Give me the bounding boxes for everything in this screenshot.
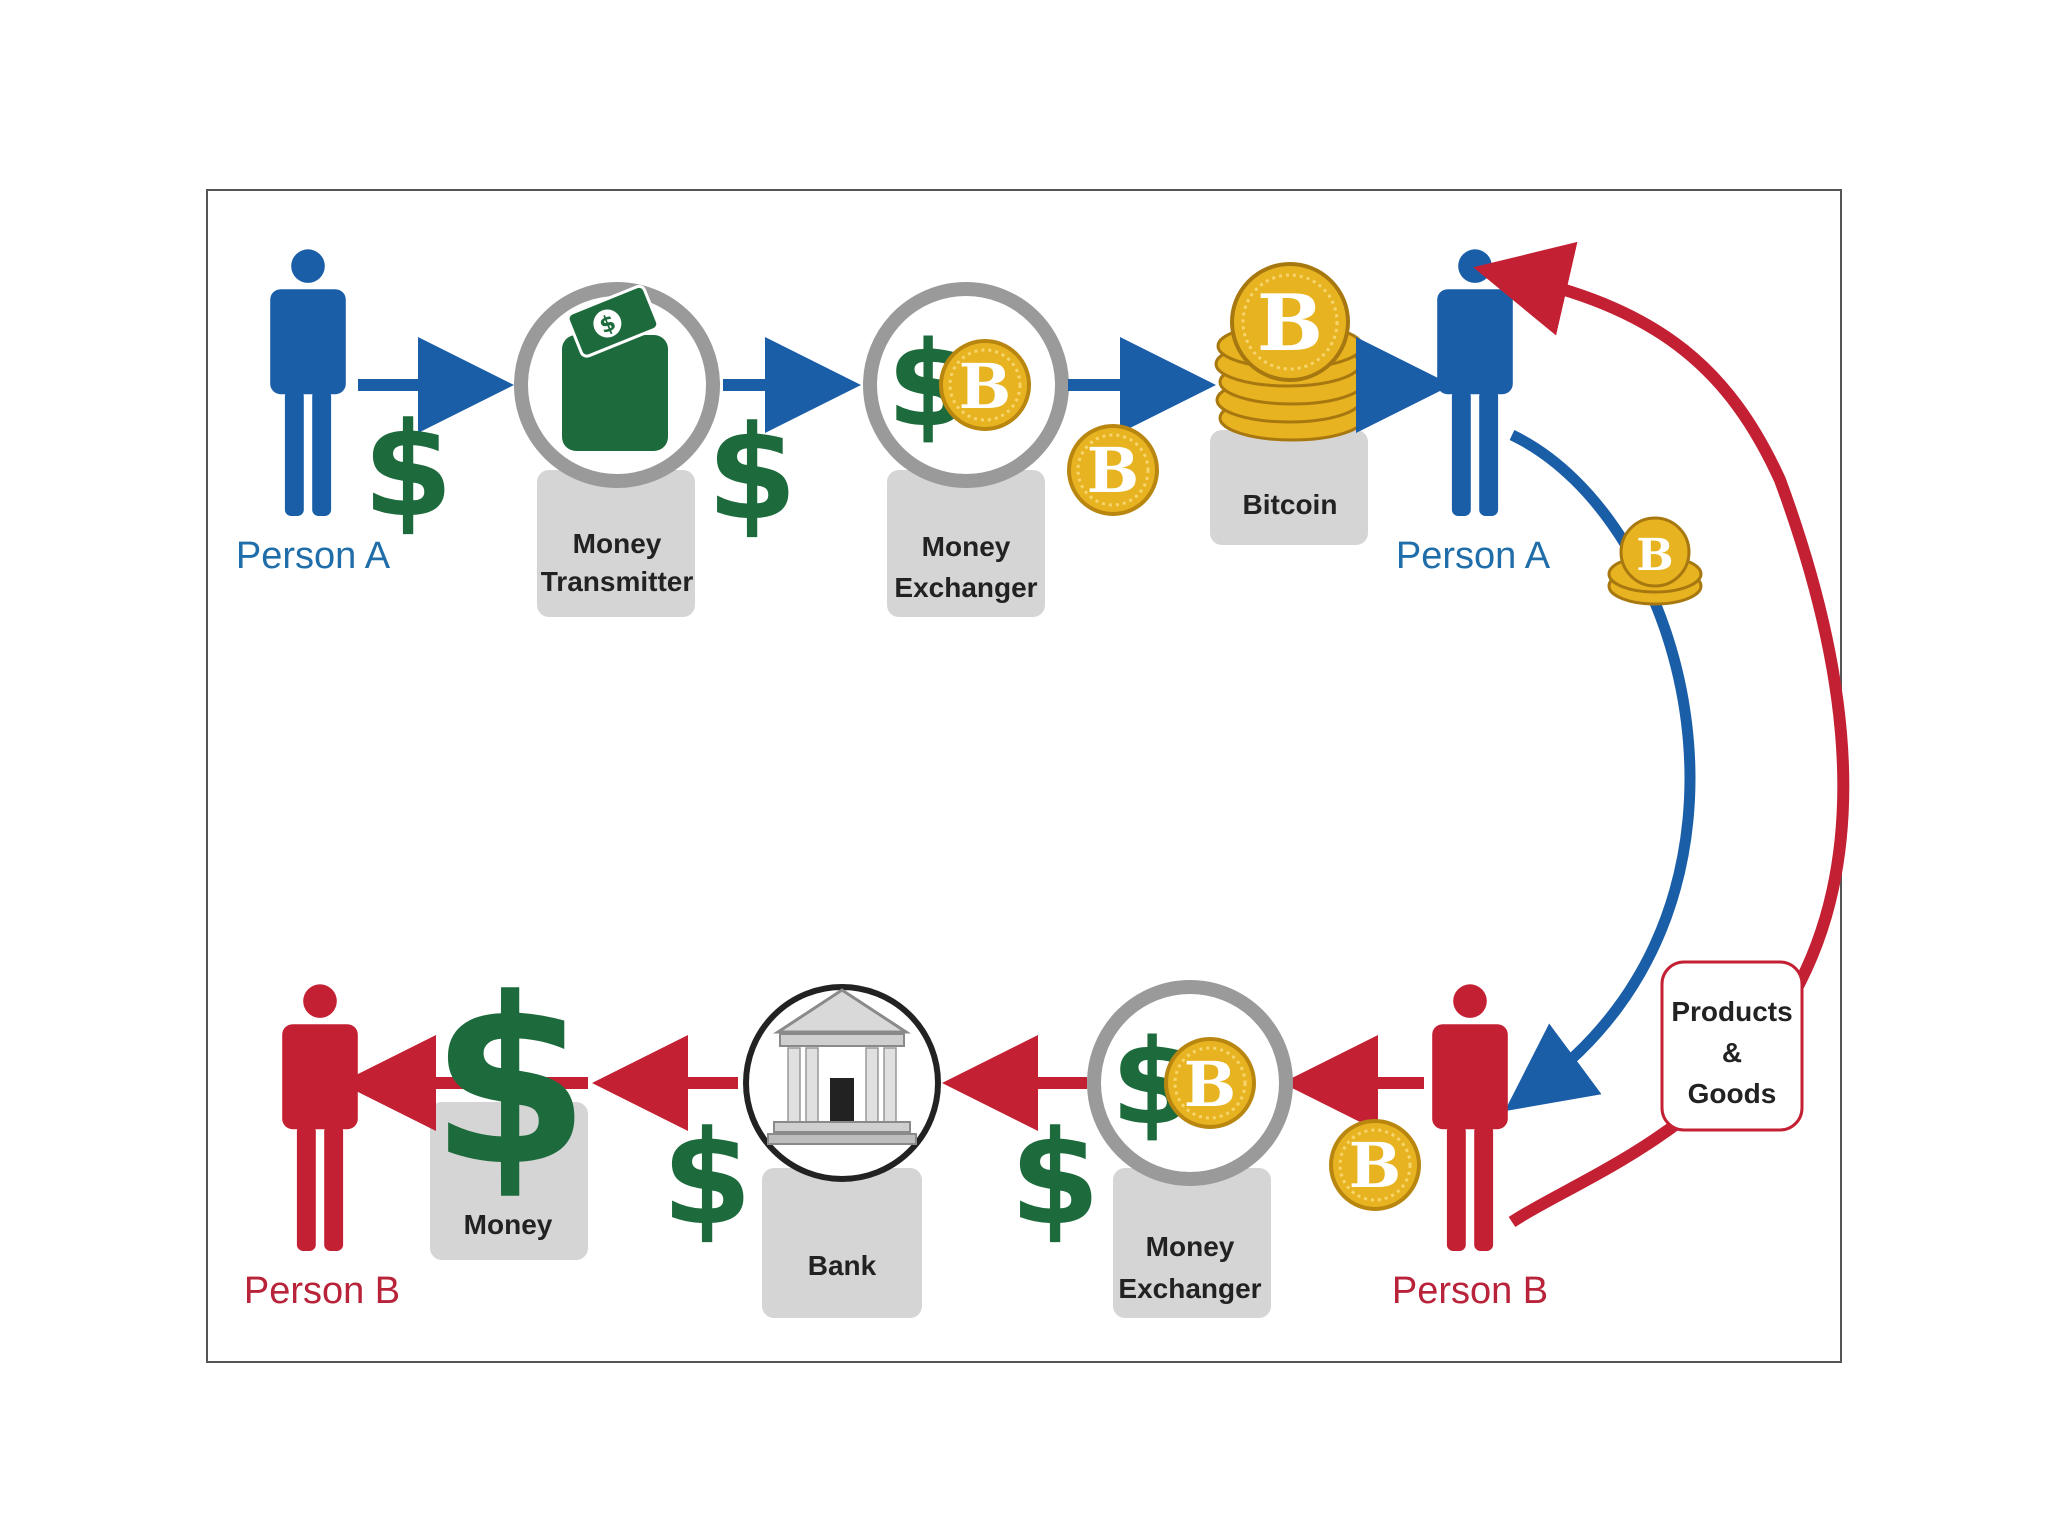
person-b-start-icon <box>1432 984 1508 1251</box>
money-transmitter-label-1: Money <box>573 528 662 559</box>
svg-text:B: B <box>959 350 1011 423</box>
plate <box>1113 1168 1271 1318</box>
dollar-sign-icon: $ <box>662 1102 752 1254</box>
bitcoin-coin-icon: B <box>1329 1119 1421 1211</box>
products-goods-box: Products & Goods <box>1660 960 1804 1132</box>
person-b-start-label: Person B <box>1392 1270 1548 1312</box>
money-node: $ Money <box>340 950 590 1260</box>
money-label: Money <box>464 1209 553 1240</box>
bank-building-icon <box>767 988 917 1145</box>
bitcoin-transfer-curve <box>1504 430 1696 1112</box>
plate <box>430 1102 588 1260</box>
person-b-end-icon <box>282 984 358 1251</box>
plate <box>887 470 1045 617</box>
products-goods-label-1: Products <box>1671 996 1792 1027</box>
products-transfer-curve <box>1473 241 1850 1227</box>
plate <box>537 470 695 617</box>
bitcoin-node: B Bitcoin <box>1210 262 1368 545</box>
bitcoin-label: Bitcoin <box>1243 489 1338 520</box>
bank-node: Bank <box>743 984 941 1318</box>
person-a-end-label: Person A <box>1396 535 1551 577</box>
person-b-end-label: Person B <box>244 1270 400 1312</box>
svg-text:B: B <box>1257 278 1323 369</box>
products-goods-label-2: & <box>1722 1037 1742 1068</box>
money-exchanger-bottom-label-2: Exchanger <box>1118 1273 1261 1304</box>
plate <box>1210 430 1368 545</box>
money-exchanger-bottom-label-1: Money <box>1146 1231 1235 1262</box>
bitcoin-coins-icon: B <box>1607 516 1703 606</box>
dollar-bitcoin-exchange-icon: $ B <box>887 315 1031 453</box>
dollar-sign-icon: $ <box>1010 1102 1100 1254</box>
bitcoin-stack-icon: B <box>1214 262 1366 442</box>
money-exchanger-bottom-node: $ B Money Exchanger <box>1087 980 1293 1318</box>
plate <box>762 1168 922 1318</box>
person-a-start-label: Person A <box>236 535 391 577</box>
dollar-bitcoin-exchange-icon: $ B <box>1111 1013 1256 1151</box>
svg-text:B: B <box>1184 1048 1236 1121</box>
person-a-start-icon <box>270 249 346 517</box>
svg-text:B: B <box>1349 1129 1401 1202</box>
wallet-money-icon: $ <box>562 284 668 451</box>
money-transmitter-label-2: Transmitter <box>541 566 694 597</box>
money-transmitter-node: $ Money Transmitter <box>514 282 720 617</box>
money-exchanger-top-node: $ B Money Exchanger <box>863 282 1069 617</box>
bank-label: Bank <box>808 1250 877 1281</box>
money-exchanger-top-label-1: Money <box>922 531 1011 562</box>
dollar-sign-icon: $ <box>707 397 797 549</box>
bitcoin-coin-icon: B <box>1067 424 1159 516</box>
products-goods-label-3: Goods <box>1688 1078 1777 1109</box>
dollar-sign-icon: $ <box>363 394 453 546</box>
svg-text:B: B <box>1636 530 1673 581</box>
person-a-end-icon <box>1437 249 1513 517</box>
dollar-sign-icon: $ <box>430 950 590 1217</box>
svg-text:B: B <box>1087 434 1139 507</box>
money-exchanger-top-label-2: Exchanger <box>894 572 1037 603</box>
